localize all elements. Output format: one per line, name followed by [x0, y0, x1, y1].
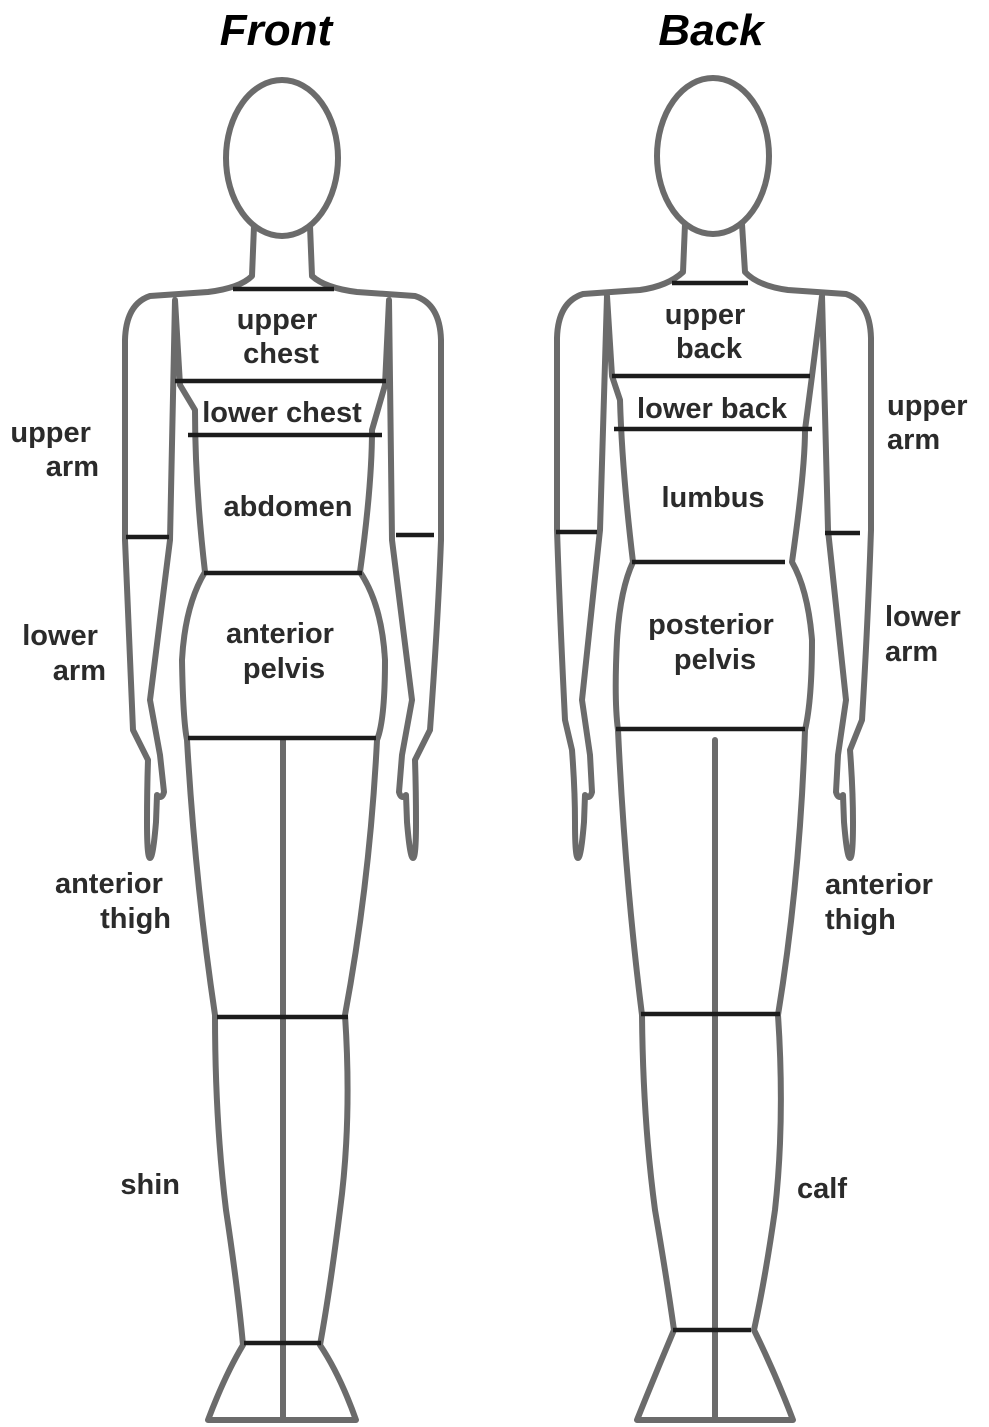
back-figure [557, 78, 871, 1420]
front-lower-chest-label: lower chest [202, 397, 362, 429]
back-lower-arm-label: lower arm [885, 601, 969, 668]
back-lumbus-label: lumbus [661, 482, 764, 514]
front-anterior-thigh-label: anterior thigh [55, 868, 171, 935]
front-figure [125, 80, 441, 1420]
back-title: Back [658, 6, 766, 55]
back-lower-back-label: lower back [637, 393, 788, 425]
back-anterior-thigh-label: anterior thigh [825, 869, 941, 936]
back-upper-arm-label: upper arm [887, 390, 976, 456]
front-lower-arm-label: lower arm [22, 620, 106, 687]
front-upper-arm-label: upper arm [10, 417, 99, 483]
back-head [657, 78, 769, 234]
back-posterior-pelvis-label: posterior pelvis [648, 609, 782, 676]
front-title: Front [220, 6, 335, 55]
front-shin-label: shin [120, 1169, 180, 1201]
back-upper-back-label: upper back [665, 299, 754, 365]
front-upper-chest-label: upper chest [237, 304, 326, 370]
back-calf-label: calf [797, 1173, 847, 1205]
front-head [226, 80, 338, 236]
front-abdomen-label: abdomen [224, 491, 353, 523]
front-anterior-pelvis-label: anterior pelvis [226, 618, 342, 685]
